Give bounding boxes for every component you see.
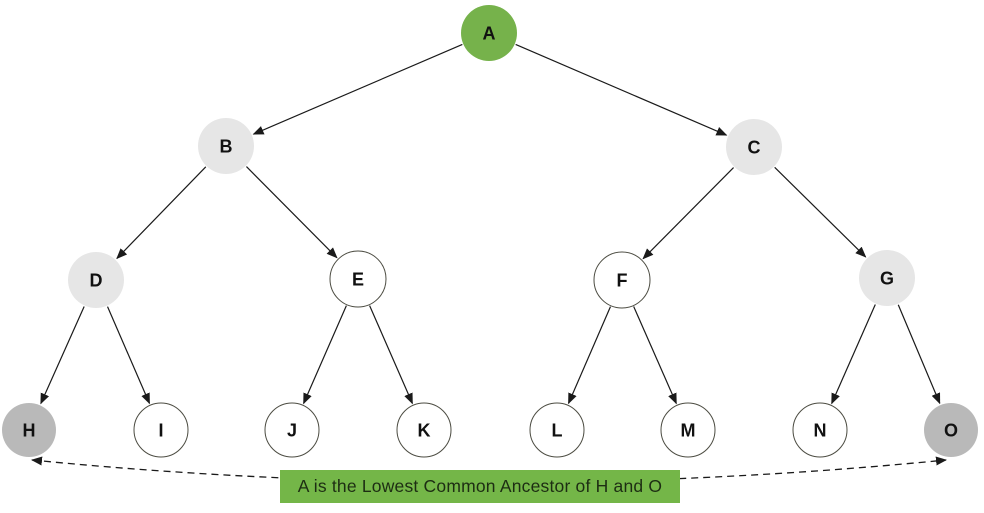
tree-edge-A-C xyxy=(515,43,728,136)
tree-node-label-L: L xyxy=(552,420,563,440)
tree-node-circle-N xyxy=(792,402,848,458)
tree-edge-A-B xyxy=(252,43,463,135)
tree-node-N: N xyxy=(792,402,848,458)
tree-edge-C-F xyxy=(642,167,734,260)
tree-edge-E-K xyxy=(369,305,413,405)
tree-node-circle-I xyxy=(133,402,189,458)
tree-node-label-K: K xyxy=(418,420,431,440)
tree-edge-C-G xyxy=(774,166,867,258)
tree-node-label-A: A xyxy=(483,23,496,43)
tree-node-label-B: B xyxy=(220,136,233,156)
tree-edge-D-H xyxy=(40,306,85,405)
tree-node-M: M xyxy=(660,402,716,458)
tree-node-G: G xyxy=(859,250,915,306)
tree-node-circle-O xyxy=(924,403,978,457)
tree-node-K: K xyxy=(396,402,452,458)
tree-node-E: E xyxy=(329,250,387,308)
tree-node-circle-H xyxy=(2,403,56,457)
tree-edge-G-O xyxy=(897,304,941,405)
tree-node-label-M: M xyxy=(681,420,696,440)
tree-node-circle-M xyxy=(660,402,716,458)
tree-node-F: F xyxy=(593,251,651,309)
tree-node-circle-B xyxy=(198,118,254,174)
caption-text: A is the Lowest Common Ancestor of H and… xyxy=(297,476,663,496)
caption-banner: A is the Lowest Common Ancestor of H and… xyxy=(280,470,680,503)
tree-node-circle-A xyxy=(461,5,517,61)
tree-node-label-E: E xyxy=(352,269,364,289)
tree-node-label-O: O xyxy=(944,420,958,440)
tree-edge-E-J xyxy=(303,305,347,405)
tree-node-O: O xyxy=(924,403,978,457)
tree-edge-F-L xyxy=(567,306,612,405)
tree-node-label-N: N xyxy=(814,420,827,440)
tree-node-label-C: C xyxy=(748,137,761,157)
tree-node-H: H xyxy=(2,403,56,457)
tree-node-circle-C xyxy=(726,119,782,175)
tree-node-A: A xyxy=(461,5,517,61)
tree-node-circle-K xyxy=(396,402,452,458)
tree-node-label-J: J xyxy=(287,420,297,440)
tree-node-label-F: F xyxy=(617,270,628,290)
tree-node-L: L xyxy=(529,402,585,458)
tree-node-circle-J xyxy=(264,402,320,458)
tree-node-circle-G xyxy=(859,250,915,306)
tree-node-B: B xyxy=(198,118,254,174)
tree-node-C: C xyxy=(726,119,782,175)
tree-node-J: J xyxy=(264,402,320,458)
tree-edge-B-D xyxy=(116,166,207,260)
tree-node-circle-D xyxy=(68,252,124,308)
tree-edge-G-N xyxy=(831,304,876,405)
tree-edge-F-M xyxy=(633,306,677,405)
tree-edge-D-I xyxy=(106,306,151,405)
tree-node-label-D: D xyxy=(90,270,103,290)
tree-edge-B-E xyxy=(246,166,338,259)
tree-node-circle-L xyxy=(529,402,585,458)
tree-node-label-G: G xyxy=(880,268,894,288)
tree-node-label-I: I xyxy=(158,420,163,440)
tree-node-circle-E xyxy=(329,250,387,308)
tree-node-D: D xyxy=(68,252,124,308)
tree-node-circle-F xyxy=(593,251,651,309)
tree-node-I: I xyxy=(133,402,189,458)
tree-node-label-H: H xyxy=(23,420,36,440)
